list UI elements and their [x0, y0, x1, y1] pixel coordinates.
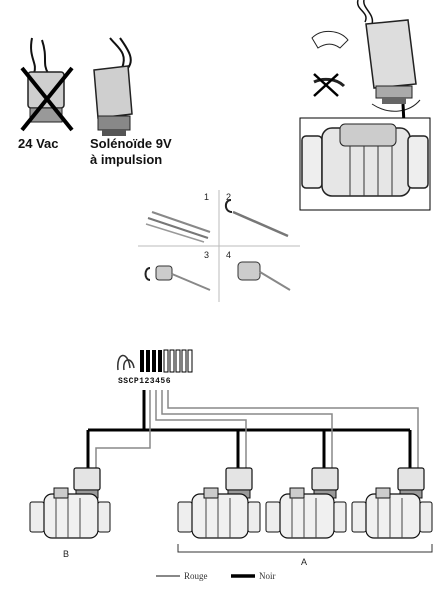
step-2-number: 2: [226, 192, 231, 202]
legend-black-label: Noir: [259, 571, 276, 581]
group-b-label: B: [63, 549, 69, 559]
valve-a2: [266, 468, 346, 538]
valve-a1: [178, 468, 260, 538]
label-9v-line1: Solénoïde 9V: [90, 136, 172, 151]
legend-red-label: Rouge: [184, 571, 208, 581]
step-4-number: 4: [226, 250, 231, 260]
valve-installation-illustration: [300, 0, 430, 210]
solenoid-24vac-crossed: [20, 38, 80, 138]
label-24vac: 24 Vac: [18, 136, 59, 151]
step-1-number: 1: [204, 192, 209, 202]
group-a-label: A: [301, 557, 307, 567]
group-a-bracket: [178, 544, 432, 552]
label-9v-line2: à impulsion: [90, 152, 162, 167]
valve-b: [30, 468, 110, 538]
wire-splice-steps: [138, 190, 300, 302]
solenoid-9v-impulse: [88, 38, 148, 138]
step-3-number: 3: [204, 250, 209, 260]
valve-a3: [352, 468, 432, 538]
controller-terminal-strip: [116, 346, 206, 376]
